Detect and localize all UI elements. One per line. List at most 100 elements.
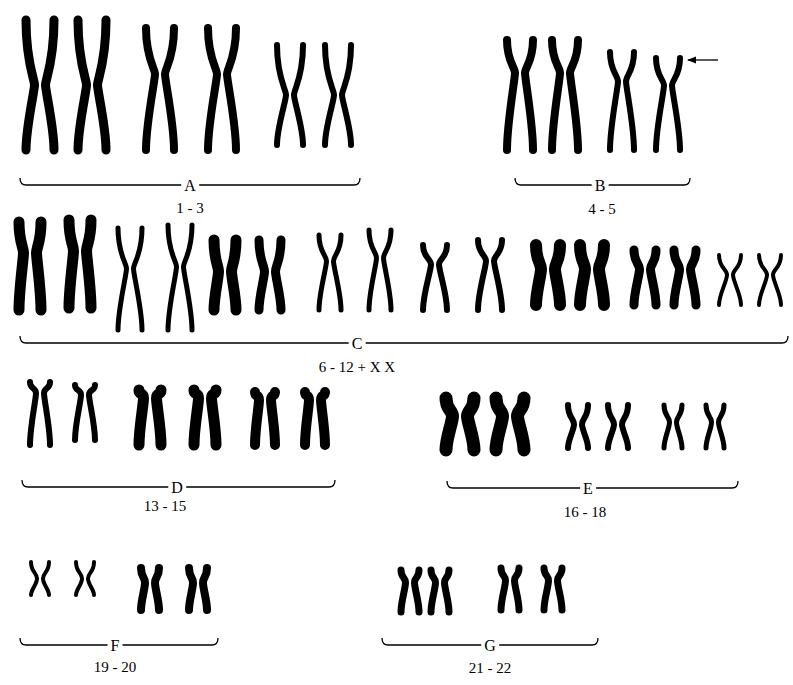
chromosome <box>431 570 449 612</box>
chromatid <box>271 392 275 445</box>
chromatid <box>319 235 327 310</box>
chromatid <box>582 405 588 448</box>
chromatid <box>496 398 503 450</box>
chromosome <box>168 225 192 330</box>
chromatid <box>544 568 549 610</box>
chromatid <box>37 222 42 310</box>
chromosome <box>719 255 741 305</box>
chromosome <box>401 570 419 612</box>
chromosome <box>214 240 236 310</box>
chromatid <box>26 20 35 150</box>
chromatid <box>214 240 219 310</box>
chromosome <box>146 28 174 150</box>
chromatid <box>415 570 420 612</box>
chromosome <box>501 568 519 610</box>
chromatid <box>203 568 207 610</box>
chromosome <box>141 568 159 610</box>
chromosome <box>259 240 281 310</box>
chromatid <box>719 405 725 448</box>
chromatid <box>507 40 515 150</box>
chromosome <box>610 52 634 150</box>
chromosome <box>194 390 216 445</box>
chromatid <box>525 40 533 150</box>
chromatid <box>98 20 107 150</box>
chromatid <box>342 45 351 145</box>
chromosome <box>552 40 578 150</box>
chromatid <box>46 20 55 150</box>
chromatid <box>189 568 193 610</box>
chromatid <box>321 392 325 445</box>
chromatid <box>155 568 159 610</box>
chromatid <box>232 240 237 310</box>
chromosome <box>277 45 303 145</box>
group-bracket <box>20 336 788 343</box>
chromatid <box>369 230 377 310</box>
chromatid <box>664 405 670 448</box>
chromosome <box>608 405 628 448</box>
pointer-arrow <box>688 59 718 60</box>
chromatid <box>78 20 87 150</box>
chromatid <box>334 235 342 310</box>
chromosome-range: 13 - 15 <box>141 498 190 515</box>
chromatid <box>634 250 640 305</box>
group-letter: F <box>108 637 123 655</box>
chromatid <box>608 405 614 448</box>
chromosome-range: 6 - 12 + X X <box>316 359 398 376</box>
chromosome-range: 1 - 3 <box>173 200 207 217</box>
chromosome <box>446 398 474 450</box>
chromatid <box>656 58 664 150</box>
chromosome <box>496 398 524 450</box>
chromosome <box>536 245 560 305</box>
chromatid <box>501 568 506 610</box>
chromatid <box>277 45 286 145</box>
chromatid <box>139 390 144 445</box>
chromatid <box>555 245 560 305</box>
chromosome <box>208 28 236 150</box>
chromosome <box>75 385 95 440</box>
chromosome <box>423 245 447 310</box>
chromatid <box>401 570 406 612</box>
chromatid <box>672 58 680 150</box>
chromosome <box>706 405 724 448</box>
chromatid <box>76 562 82 595</box>
chromatid <box>622 405 628 448</box>
chromatid <box>259 240 265 310</box>
chromatid <box>88 562 94 595</box>
chromosome <box>580 245 604 305</box>
chromosome <box>118 228 142 330</box>
chromatid <box>294 45 303 145</box>
chromatid <box>568 405 574 448</box>
chromosome-range: 4 - 5 <box>585 201 619 218</box>
group-letter: D <box>168 479 186 497</box>
chromatid <box>44 382 50 445</box>
chromatid <box>69 220 74 308</box>
chromatid <box>626 52 634 150</box>
chromatid <box>255 392 259 445</box>
chromatid <box>87 220 92 308</box>
chromosome <box>664 405 682 448</box>
chromatid <box>134 228 143 330</box>
chromosome <box>656 58 680 150</box>
chromosome <box>634 250 656 305</box>
chromatid <box>227 28 236 150</box>
chromatid <box>518 398 525 450</box>
chromosome <box>78 20 106 150</box>
chromatid <box>445 570 450 612</box>
chromatid <box>570 40 578 150</box>
group-letter: A <box>181 177 199 195</box>
group-letter: E <box>580 480 596 498</box>
chromatid <box>674 250 680 305</box>
chromatid <box>30 382 36 445</box>
chromatid <box>141 568 145 610</box>
chromatid <box>478 240 486 310</box>
chromosome <box>478 240 502 310</box>
chromatid <box>759 255 767 305</box>
chromatid <box>733 255 741 305</box>
chromatid <box>610 52 618 150</box>
chromosome <box>19 222 41 310</box>
chromosome <box>568 405 588 448</box>
chromatid <box>184 225 193 330</box>
chromatid <box>75 385 81 440</box>
